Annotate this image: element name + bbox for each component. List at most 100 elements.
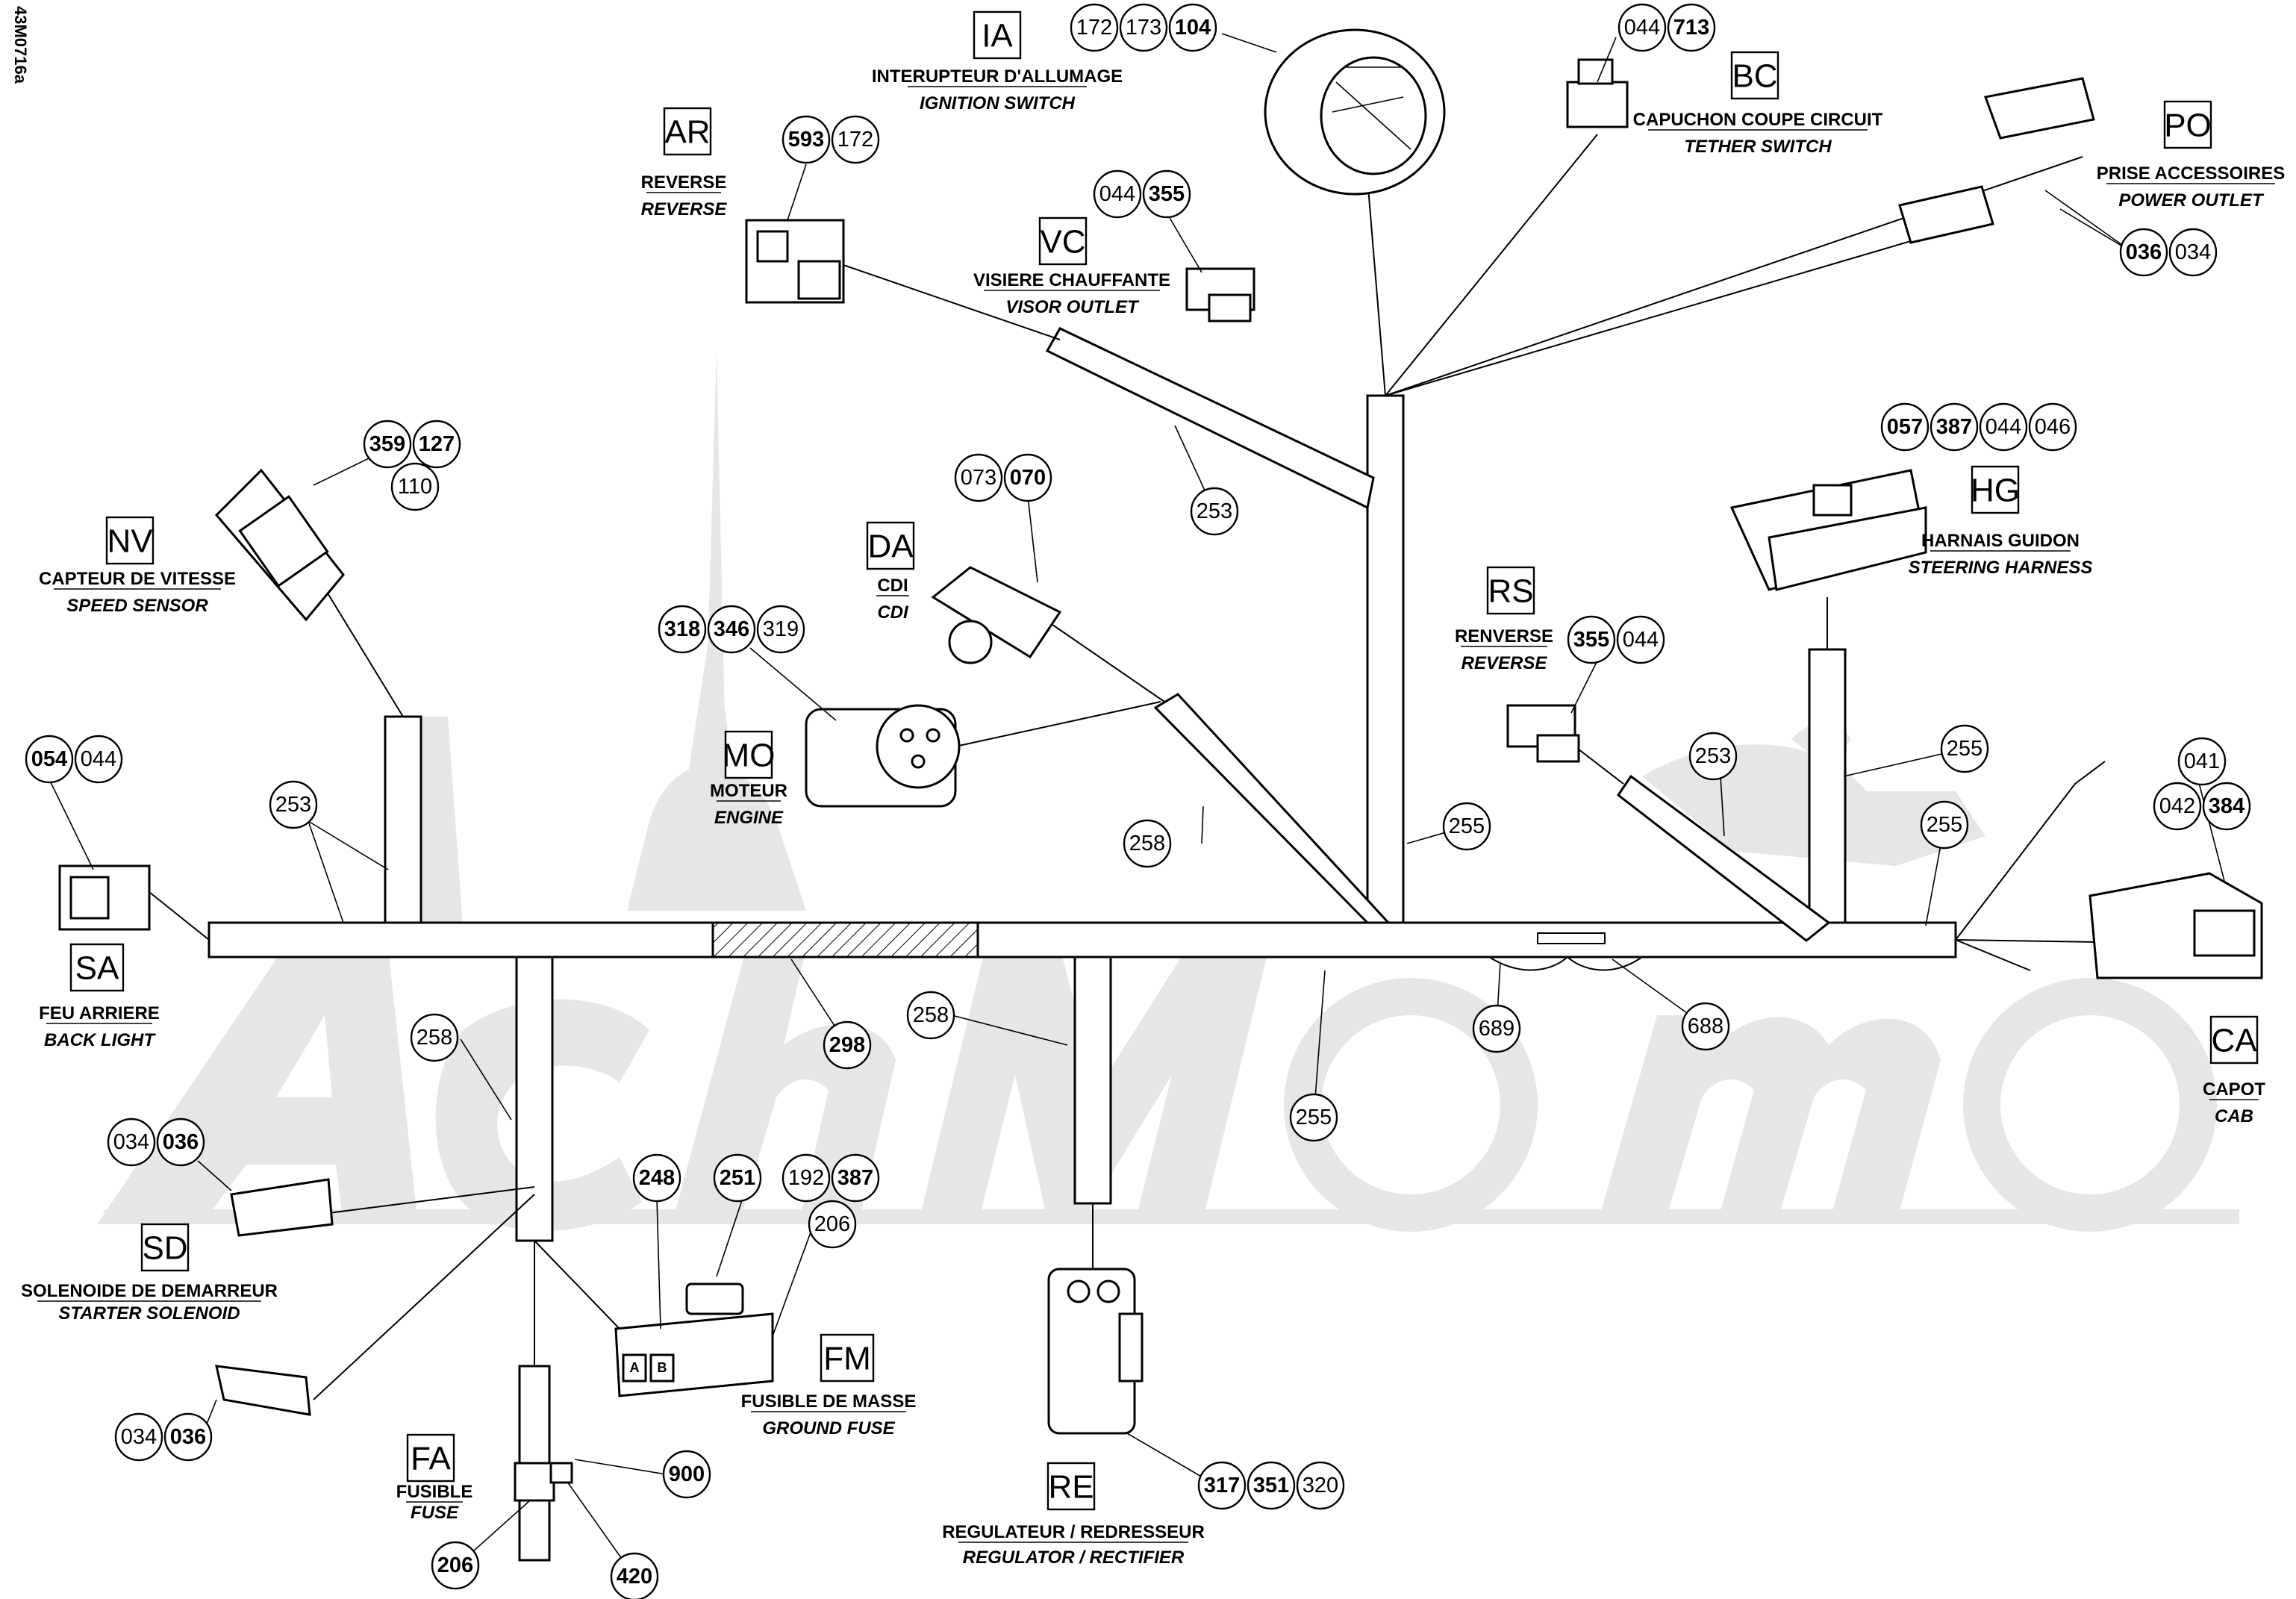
- callout-253-b: 253: [1197, 499, 1232, 523]
- sa-connector-part: [58, 864, 151, 931]
- cdi-branch: [1153, 693, 1391, 924]
- callout-258-c: 258: [913, 1003, 949, 1027]
- code-hg: HG: [1971, 473, 2020, 509]
- label-mo-en: ENGINE: [714, 808, 784, 828]
- callout-fm-248: 248: [639, 1166, 675, 1190]
- label-fa-fr: FUSIBLE: [396, 1482, 473, 1502]
- ar-connector-part: [745, 219, 845, 304]
- code-ar: AR: [664, 114, 710, 151]
- label-bc-en: TETHER SWITCH: [1684, 137, 1832, 157]
- callout-sd-036-a: 036: [163, 1130, 199, 1154]
- main-riser: [1366, 394, 1405, 924]
- label-ia-en: IGNITION SWITCH: [920, 93, 1076, 113]
- connectors: A B: [58, 28, 2263, 1562]
- callout-hg-044: 044: [1985, 415, 2021, 439]
- callout-po-034: 034: [2175, 240, 2211, 264]
- code-bc: BC: [1732, 58, 1777, 95]
- hg-riser: [1808, 648, 1847, 924]
- callout-mo-346: 346: [714, 617, 749, 641]
- label-fa-en: FUSE: [411, 1503, 459, 1523]
- label-bc-fr: CAPUCHON COUPE CIRCUIT: [1633, 110, 1883, 130]
- callout-fa-206: 206: [437, 1553, 473, 1577]
- label-re-fr: REGULATEUR / REDRESSEUR: [942, 1522, 1205, 1542]
- code-ca: CA: [2211, 1023, 2257, 1059]
- callout-ia-172: 172: [1076, 16, 1112, 40]
- callout-mo-318: 318: [664, 617, 700, 641]
- label-sd-fr: SOLENOIDE DE DEMARREUR: [21, 1281, 278, 1301]
- nv-riser: [384, 715, 422, 924]
- label-ar-en: REVERSE: [641, 199, 728, 219]
- label-po-fr: PRISE ACCESSOIRES: [2097, 163, 2286, 184]
- code-ia: IA: [982, 18, 1013, 54]
- label-re-en: REGULATOR / RECTIFIER: [963, 1547, 1185, 1568]
- label-po-en: POWER OUTLET: [2118, 190, 2265, 211]
- callout-sa-054: 054: [31, 747, 67, 771]
- callout-fa-900: 900: [669, 1462, 705, 1486]
- label-sa-en: BACK LIGHT: [44, 1030, 156, 1050]
- po-connector-part: [1898, 77, 2095, 244]
- callout-nv-127: 127: [419, 432, 455, 456]
- callout-sd-034-a: 034: [113, 1130, 149, 1154]
- label-hg-fr: HARNAIS GUIDON: [1921, 531, 2080, 551]
- fuse-label-b: B: [658, 1360, 667, 1375]
- label-ca-fr: CAPOT: [2203, 1079, 2265, 1100]
- label-ia-fr: INTERUPTEUR D'ALLUMAGE: [872, 66, 1123, 87]
- callout-re-320: 320: [1303, 1474, 1338, 1497]
- label-vc-en: VISOR OUTLET: [1005, 297, 1140, 317]
- callout-vc-044: 044: [1099, 182, 1135, 206]
- callout-sd-034-b: 034: [121, 1425, 157, 1449]
- callout-sa-044: 044: [81, 747, 116, 771]
- splice: [1537, 932, 1606, 944]
- vc-connector-part: [1185, 267, 1255, 322]
- callout-253-a: 253: [275, 793, 311, 817]
- label-sd-en: STARTER SOLENOID: [58, 1303, 240, 1324]
- rs-branch: [1616, 774, 1831, 942]
- code-da: DA: [867, 529, 914, 565]
- callout-255-b: 255: [1947, 737, 1983, 761]
- callout-ar-172: 172: [837, 128, 873, 152]
- callout-bc-044: 044: [1624, 16, 1660, 40]
- callout-689: 689: [1479, 1017, 1514, 1041]
- label-nv-en: SPEED SENSOR: [66, 596, 208, 616]
- callout-re-351: 351: [1253, 1474, 1289, 1497]
- rs-connector-part: [1506, 704, 1580, 763]
- code-sd: SD: [142, 1230, 187, 1267]
- label-rs-fr: RENVERSE: [1455, 626, 1553, 646]
- fa-connector-part: [514, 1365, 573, 1562]
- callout-fm-251: 251: [720, 1166, 755, 1190]
- label-sa-fr: FEU ARRIERE: [39, 1003, 160, 1023]
- callout-fm-387: 387: [837, 1166, 873, 1190]
- callout-ia-173: 173: [1126, 16, 1161, 40]
- drawing-reference: 43M0716a: [11, 6, 30, 84]
- callout-fm-192: 192: [788, 1166, 824, 1190]
- callout-258-a: 258: [1129, 832, 1165, 855]
- callout-sd-036-b: 036: [170, 1425, 206, 1449]
- label-ar-fr: REVERSE: [641, 172, 727, 193]
- callout-ca-041: 041: [2184, 749, 2220, 773]
- code-po: PO: [2164, 107, 2212, 144]
- callout-hg-387: 387: [1936, 415, 1972, 439]
- label-fm-fr: FUSIBLE DE MASSE: [741, 1391, 917, 1412]
- code-mo: MO: [723, 738, 776, 774]
- tether-switch-part: [1566, 58, 1629, 128]
- fm-connector-part: A B: [614, 1282, 774, 1397]
- callout-po-036: 036: [2126, 240, 2162, 264]
- code-nv: NV: [107, 523, 153, 560]
- callout-re-317: 317: [1204, 1474, 1240, 1497]
- callout-rs-044: 044: [1623, 628, 1659, 652]
- sd-drop: [515, 956, 554, 1242]
- label-da-fr: CDI: [877, 576, 908, 596]
- ar-branch: [1045, 327, 1375, 510]
- re-connector-part: [1047, 1268, 1144, 1435]
- label-vc-fr: VISIERE CHAUFFANTE: [973, 270, 1170, 290]
- code-fm: FM: [823, 1341, 871, 1377]
- label-hg-en: STEERING HARNESS: [1909, 558, 2093, 578]
- code-rs: RS: [1488, 573, 1533, 610]
- harness-tubes: [149, 134, 2106, 1400]
- callout-ca-384: 384: [2209, 794, 2244, 818]
- re-drop: [1073, 956, 1112, 1205]
- label-da-en: CDI: [877, 602, 909, 623]
- callout-258-b: 258: [417, 1026, 452, 1050]
- leader-lines: [49, 33, 2225, 1577]
- callout-hg-057: 057: [1887, 415, 1923, 439]
